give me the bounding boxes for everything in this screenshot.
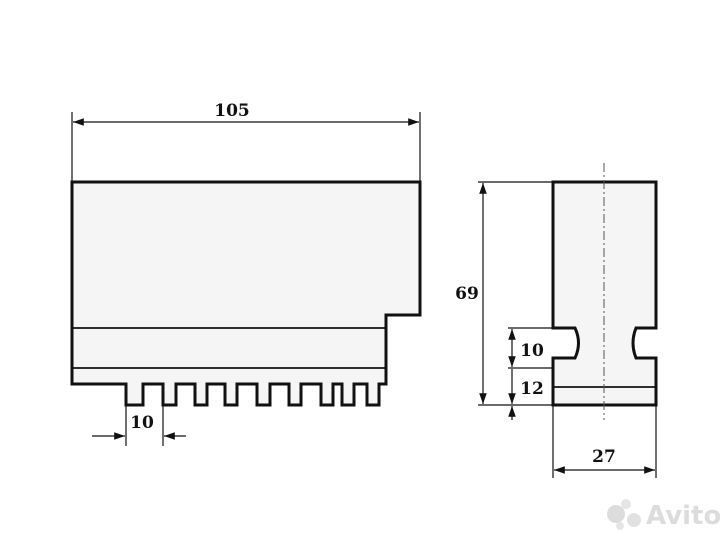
dimension-label-27: 27: [592, 447, 616, 467]
tooth-pitch-dimension: 10: [92, 405, 186, 446]
watermark-text: Avito: [646, 501, 720, 531]
front-view: [70, 180, 422, 407]
side-height-dimension: 69: [455, 181, 553, 406]
avito-watermark: Avito: [607, 499, 720, 531]
side-slot-dimension: 10: [508, 327, 553, 369]
side-width-dimension: 27: [552, 405, 657, 478]
dimension-label-pitch: 10: [130, 413, 154, 433]
front-body-outline: [70, 180, 422, 407]
avito-logo-icon: [607, 499, 641, 530]
dimension-label-slot: 10: [520, 341, 544, 361]
dimension-label-69: 69: [455, 284, 479, 304]
dimension-label-105: 105: [214, 101, 250, 121]
side-view: [551, 163, 658, 420]
dimension-label-base: 12: [520, 379, 544, 399]
side-base-dimension: 12: [508, 369, 544, 420]
front-width-dimension: 105: [71, 101, 421, 182]
